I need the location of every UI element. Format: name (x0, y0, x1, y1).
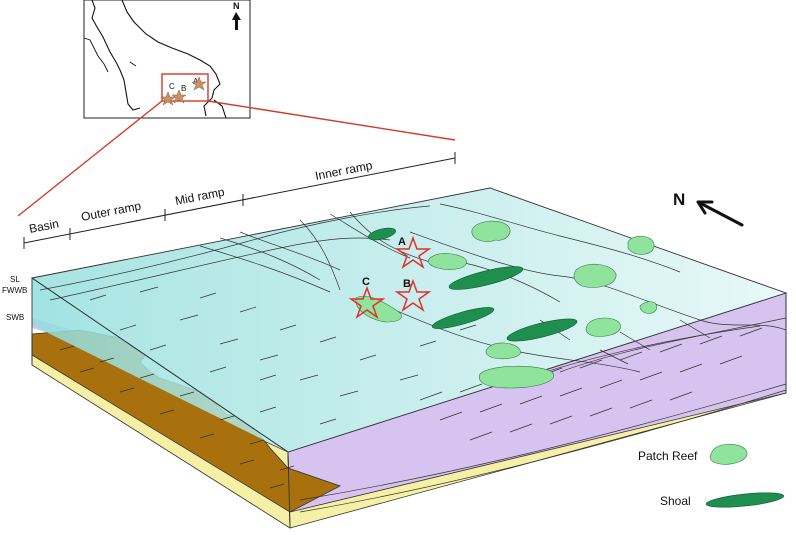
inset-north-label: N (233, 1, 240, 11)
site-label-c: C (362, 276, 370, 288)
inset-connector-right (207, 100, 456, 141)
inset-site-label-c: C (169, 82, 175, 91)
shoal (448, 266, 524, 290)
patch-reef (471, 220, 511, 242)
patch-reef (485, 342, 521, 360)
inset-connector-left (17, 100, 163, 217)
legend-patch-reef-swatch (709, 443, 748, 465)
inset-site-label-b: B (181, 84, 186, 93)
shoal (431, 307, 495, 329)
water-level-fwwb: FWWB (2, 286, 27, 295)
patch-reef (585, 317, 621, 337)
site-label-b: B (403, 278, 411, 290)
inset-study-area-box (161, 73, 209, 102)
site-star-b (394, 278, 432, 312)
seafloor-contours (39, 203, 787, 373)
ramp-zone-ruler (23, 152, 456, 249)
water-level-sl: SL (10, 275, 20, 284)
site-markers (348, 235, 432, 319)
patch-reef (479, 365, 555, 389)
inset-site-markers (160, 76, 207, 106)
legend-shoal-label: Shoal (660, 494, 691, 508)
brown-layer-hatching (59, 345, 295, 489)
patch-reef (428, 253, 467, 270)
patch-reef (573, 263, 617, 288)
patch-reef (639, 301, 658, 314)
shoal (506, 318, 578, 342)
site-star-c (348, 285, 386, 319)
legend-shoal-swatch (705, 492, 785, 508)
zone-label-outer-ramp: Outer ramp (80, 199, 143, 224)
shoals (368, 227, 578, 342)
inset-site-label-a: A (193, 77, 199, 86)
water-level-swb: SWB (6, 313, 24, 322)
seafloor-dashes (89, 286, 477, 425)
patch-reef (627, 235, 655, 255)
inset-north-arrow-icon (232, 12, 241, 30)
zone-label-basin: Basin (28, 216, 60, 235)
yellow-layer-lines (299, 383, 787, 513)
site-star-a (394, 235, 432, 269)
shoal (368, 227, 396, 241)
patch-reefs (355, 220, 658, 389)
inset-map: N C B A (83, 0, 251, 119)
zone-label-inner-ramp: Inner ramp (314, 158, 374, 183)
coast-detail (83, 37, 137, 73)
north-label: N (673, 190, 685, 209)
north-arrow-icon (696, 200, 744, 227)
block-outline (31, 277, 787, 529)
site-label-a: A (398, 236, 406, 248)
legend-patch-reef-label: Patch Reef (638, 449, 698, 463)
legend: Patch Reef Shoal (638, 443, 785, 508)
